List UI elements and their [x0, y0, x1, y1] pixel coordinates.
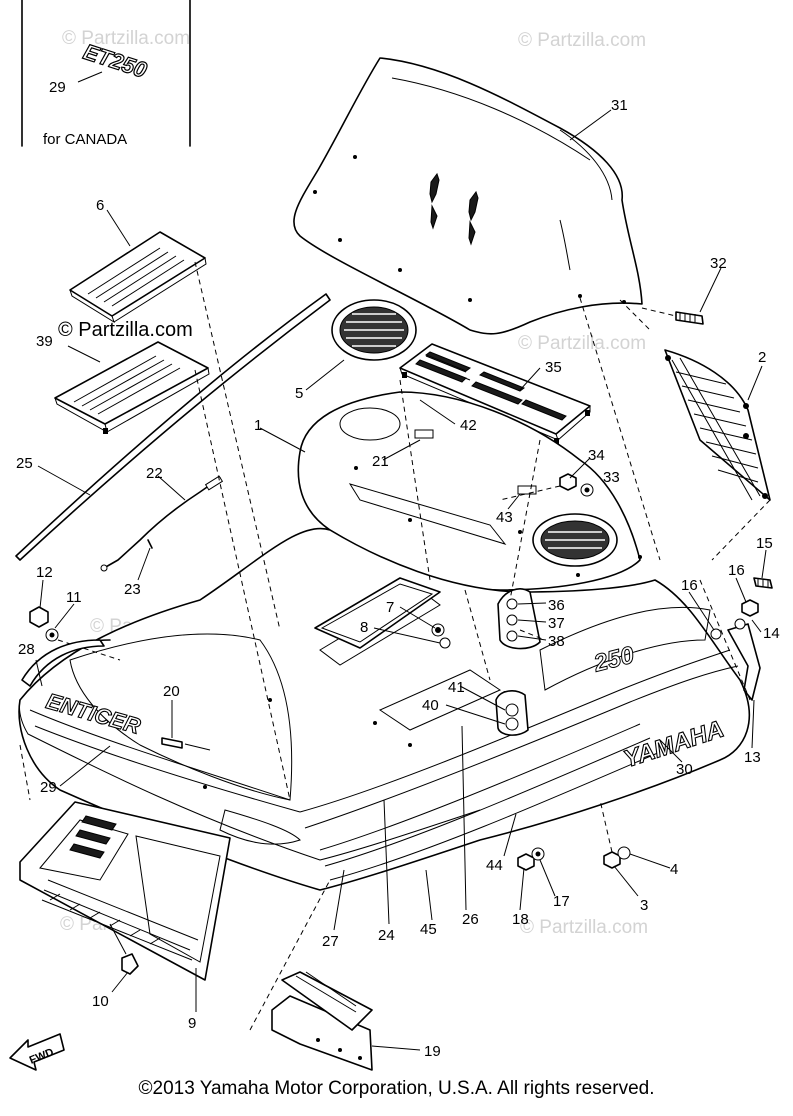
molding-strip [15, 293, 331, 561]
callout-39: 39 [36, 333, 53, 350]
watermark: © Partzilla.com [520, 917, 648, 938]
callout-18: 18 [512, 911, 529, 928]
fwd-arrow: FWD [9, 1033, 65, 1071]
bolt-32 [641, 307, 704, 325]
front-grille [19, 801, 231, 981]
windshield [293, 57, 643, 335]
callout-23: 23 [124, 581, 141, 598]
callout-33: 33 [603, 469, 620, 486]
canada-inset: ET250 29 for CANADA [21, 0, 191, 148]
callout-32: 32 [710, 255, 727, 272]
callout-17: 17 [553, 893, 570, 910]
callout-5: 5 [295, 385, 303, 402]
nuts-3-4 [599, 799, 631, 869]
callout-44: 44 [486, 857, 503, 874]
bolt-10 [109, 923, 139, 975]
callout-14: 14 [763, 625, 780, 642]
callout-35: 35 [545, 359, 562, 376]
callout-27: 27 [322, 933, 339, 950]
callout-24: 24 [378, 927, 395, 944]
nuts-17-18 [517, 847, 545, 871]
watermark: © Partzilla.com [62, 28, 190, 49]
seal-28 [21, 639, 105, 687]
callout-6: 6 [96, 197, 104, 214]
plate-40-41 [495, 690, 529, 736]
callout-30: 30 [676, 761, 693, 778]
callout-9: 9 [188, 1015, 196, 1032]
callout-labels: 31 32 2 6 39 5 35 42 1 21 34 33 43 25 22… [16, 97, 780, 1060]
callout-43: 43 [496, 509, 513, 526]
callout-20: 20 [163, 683, 180, 700]
callout-19: 19 [424, 1043, 441, 1060]
callout-8: 8 [360, 619, 368, 636]
cable-22 [100, 475, 224, 572]
watermark: © Partzilla.com [518, 333, 646, 354]
callout-2: 2 [758, 349, 766, 366]
callout-36: 36 [548, 597, 565, 614]
callout-31: 31 [611, 97, 628, 114]
callout-29-canada: 29 [49, 79, 66, 96]
callout-22: 22 [146, 465, 163, 482]
callout-13: 13 [744, 749, 761, 766]
callout-12: 12 [36, 564, 53, 581]
callout-37: 37 [548, 615, 565, 632]
callout-45: 45 [420, 921, 437, 938]
canada-label: for CANADA [43, 131, 127, 148]
side-grille [664, 349, 771, 501]
callout-28: 28 [18, 641, 35, 658]
callout-16-far: 16 [728, 562, 745, 579]
hood-top [297, 391, 642, 591]
callout-3: 3 [640, 897, 648, 914]
watermark: © Partzilla.com [518, 30, 646, 51]
callout-21: 21 [372, 453, 389, 470]
callout-15: 15 [756, 535, 773, 552]
callout-34: 34 [588, 447, 605, 464]
hood-body: 250 YAMAHA ENTICER [18, 527, 750, 891]
vent-39 [54, 341, 210, 434]
callout-38: 38 [548, 633, 565, 650]
hinge-13-16 [699, 577, 773, 701]
copyright-notice: ©2013 Yamaha Motor Corporation, U.S.A. A… [138, 1078, 655, 1099]
guide-lines [19, 261, 771, 801]
callout-11: 11 [66, 589, 82, 606]
round-vent-5 [331, 299, 417, 361]
hinge-19 [249, 879, 373, 1071]
callout-16-right: 16 [681, 577, 698, 594]
screw-20 [161, 737, 211, 751]
hatch-7-8 [314, 577, 451, 649]
callout-1: 1 [254, 417, 262, 434]
callout-25: 25 [16, 455, 33, 472]
callout-26: 26 [462, 911, 479, 928]
nuts-33-34 [559, 473, 594, 497]
leader-lines [35, 109, 767, 1051]
callout-42: 42 [460, 417, 477, 434]
callout-40: 40 [422, 697, 439, 714]
callout-10: 10 [92, 993, 109, 1010]
vent-6 [69, 231, 207, 324]
callout-7: 7 [386, 599, 394, 616]
callout-4: 4 [670, 861, 678, 878]
callout-41: 41 [448, 679, 465, 696]
callout-29: 29 [40, 779, 57, 796]
watermark-dark: © Partzilla.com [58, 319, 193, 341]
